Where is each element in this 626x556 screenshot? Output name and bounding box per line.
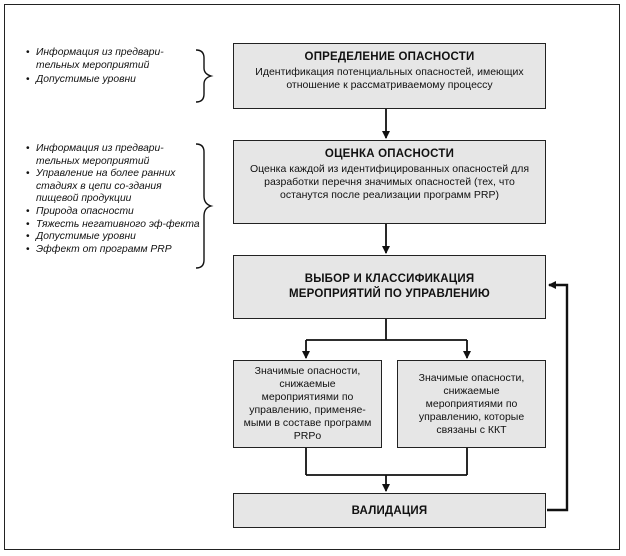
brace-middle [195, 143, 214, 269]
brace-top [195, 49, 214, 103]
input-item: Эффект от программ PRP [26, 244, 204, 257]
inputs-list-middle: Информация из предвари-тельных мероприят… [26, 143, 204, 256]
box-title: ВАЛИДАЦИЯ [351, 504, 428, 517]
input-item: Природа опасности [26, 206, 204, 219]
inputs-list-top: Информация из предвари-тельных мероприят… [26, 47, 196, 87]
box-text: Значимые опасности, снижаемые мероприяти… [243, 365, 372, 442]
box-hazard-assessment: ОЦЕНКА ОПАСНОСТИ Оценка каждой из иденти… [233, 140, 546, 224]
input-item: Информация из предвари-тельных мероприят… [26, 143, 204, 168]
input-item: Информация из предвари-тельных мероприят… [26, 47, 196, 72]
input-item: Тяжесть негативного эф-фекта [26, 219, 204, 232]
diagram-frame [4, 4, 620, 550]
box-title: ВЫБОР И КЛАССИФИКАЦИЯ МЕРОПРИЯТИЙ ПО УПР… [289, 273, 490, 300]
box-ccp-hazards: Значимые опасности, снижаемые мероприяти… [397, 360, 546, 448]
box-validation: ВАЛИДАЦИЯ [233, 493, 546, 528]
box-prpo-hazards: Значимые опасности, снижаемые мероприяти… [233, 360, 382, 448]
box-text: Значимые опасности, снижаемые мероприяти… [418, 371, 525, 436]
box-text: Оценка каждой из идентифицированных опас… [249, 163, 530, 201]
input-item: Управление на более ранних стадиях в цеп… [26, 168, 204, 206]
input-item: Допустимые уровни [26, 74, 196, 87]
box-title: ОПРЕДЕЛЕНИЕ ОПАСНОСТИ [304, 51, 475, 63]
box-control-measures-selection: ВЫБОР И КЛАССИФИКАЦИЯ МЕРОПРИЯТИЙ ПО УПР… [233, 255, 546, 319]
input-item: Допустимые уровни [26, 231, 204, 244]
box-hazard-identification: ОПРЕДЕЛЕНИЕ ОПАСНОСТИ Идентификация поте… [233, 43, 546, 109]
box-title: ОЦЕНКА ОПАСНОСТИ [324, 148, 455, 160]
feedback-loop [547, 281, 569, 512]
box-text: Идентификация потенциальных опасностей, … [255, 66, 524, 91]
